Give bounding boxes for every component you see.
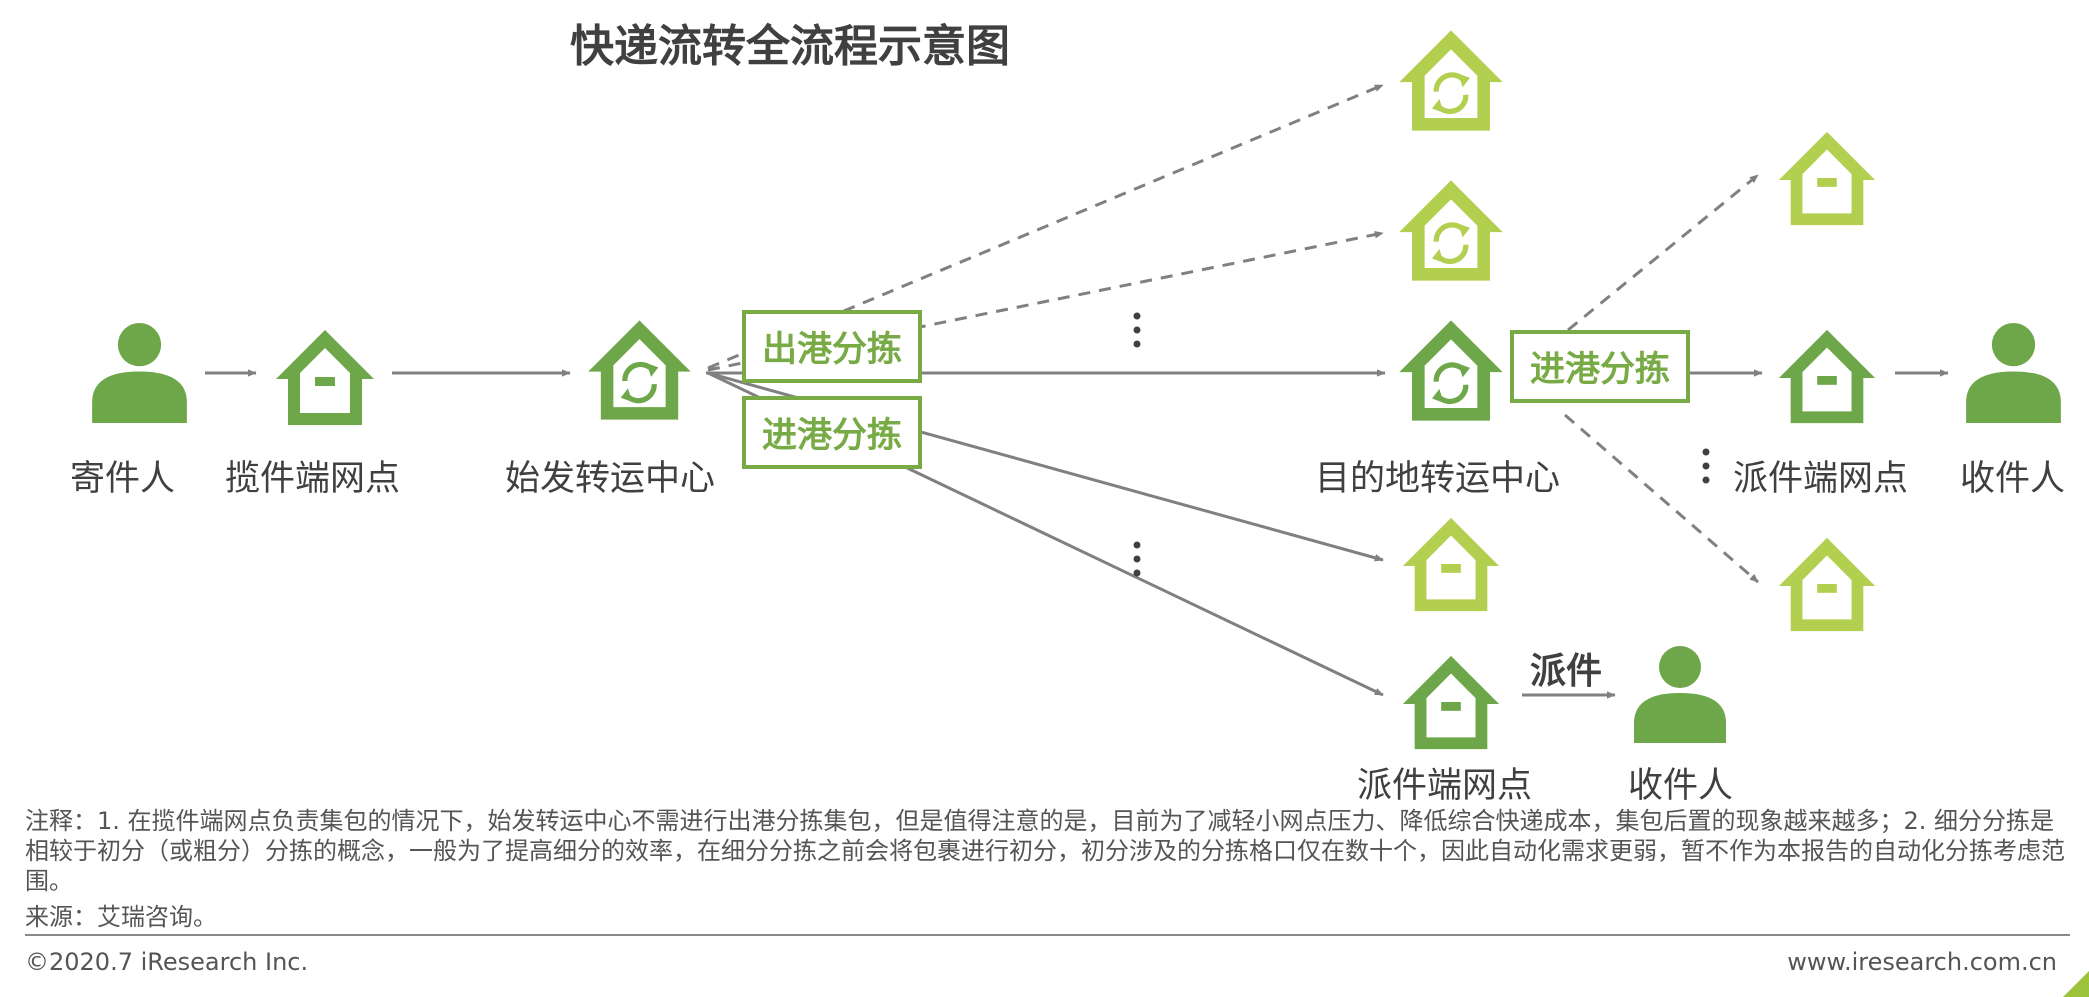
- delivery-outlet-right-label: 派件端网点: [1733, 459, 1909, 499]
- delivery-outlet-bottom-label: 派件端网点: [1357, 766, 1533, 806]
- footer-divider: [25, 934, 2070, 936]
- dispatch-label: 派件: [1530, 651, 1603, 692]
- inbound-sort-origin-box: 进港分拣: [742, 396, 922, 469]
- footnote: 注释：1. 在揽件端网点负责集包的情况下，始发转运中心不需进行出港分拣集包，但是…: [25, 807, 2065, 895]
- dashed-arrow-dest-to-outlet-low: [1564, 413, 1759, 584]
- outlet-house-icon: [276, 330, 374, 425]
- corner-decoration: [2063, 971, 2089, 997]
- dashed-arrow-dest-to-outlet-top: [1567, 173, 1759, 332]
- person-icon: [1634, 646, 1726, 743]
- diagram-title: 快递流转全流程示意图: [570, 21, 1010, 72]
- outlet-house-icon: [1403, 656, 1499, 749]
- outlet-house-icon: [1779, 538, 1875, 631]
- sender-label: 寄件人: [70, 459, 176, 499]
- transfer-center-house-icon: [588, 320, 690, 419]
- person-icon: [1966, 323, 2061, 423]
- person-icon: [92, 323, 187, 423]
- vertical-ellipsis-icon: [1133, 312, 1141, 348]
- vertical-ellipsis-icon: [1702, 448, 1710, 484]
- transfer-center-house-icon: [1399, 180, 1502, 280]
- inbound-sort-dest-box: 进港分拣: [1510, 330, 1690, 403]
- source-note: 来源：艾瑞咨询。: [25, 903, 217, 931]
- outlet-house-icon: [1779, 330, 1875, 423]
- recipient-bottom-label: 收件人: [1628, 766, 1734, 806]
- recipient-right-label: 收件人: [1960, 459, 2066, 499]
- outlet-house-icon: [1403, 518, 1499, 611]
- vertical-ellipsis-icon: [1133, 541, 1141, 577]
- dest-center-label: 目的地转运中心: [1315, 459, 1561, 499]
- copyright: ©2020.7 iResearch Inc.: [25, 948, 309, 976]
- outlet-house-icon: [1779, 132, 1875, 225]
- pickup-outlet-label: 揽件端网点: [225, 459, 401, 499]
- transfer-center-house-icon: [1399, 320, 1502, 420]
- dashed-arrow-origin-to-center-top: [707, 83, 1384, 370]
- origin-center-label: 始发转运中心: [505, 459, 716, 499]
- website: www.iresearch.com.cn: [1787, 948, 2057, 976]
- outbound-sort-box: 出港分拣: [742, 310, 922, 383]
